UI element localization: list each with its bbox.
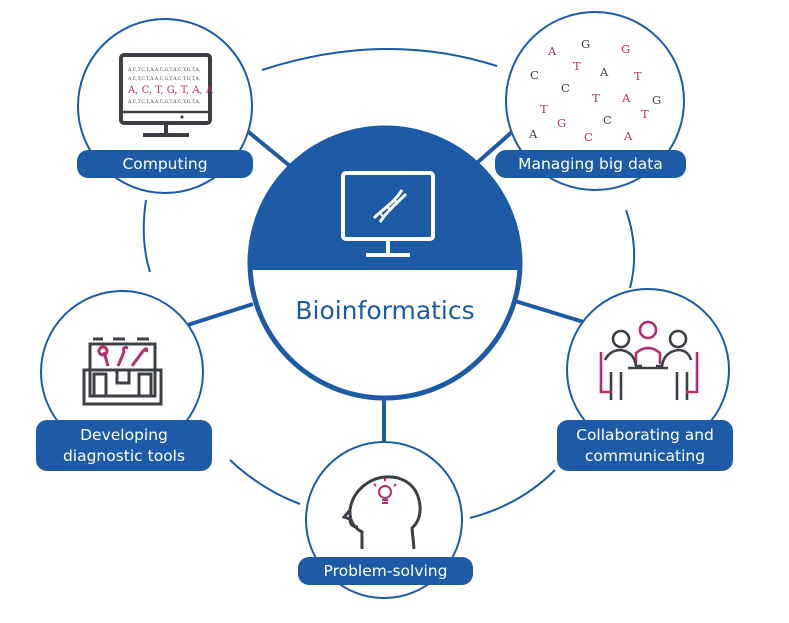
- dna-letters-cloud: A G G T A C T C T A G T G C T A C A: [528, 37, 661, 144]
- head-lightbulb-icon: [341, 475, 422, 550]
- letter: C: [603, 113, 612, 127]
- dna-monitor-icon: [341, 171, 435, 257]
- collaborating-label-line-1: Collaborating and: [576, 425, 714, 444]
- problem-solving-label: Problem-solving: [298, 557, 473, 585]
- letter: T: [641, 107, 649, 121]
- toolbox-icon: [82, 337, 163, 406]
- letter: G: [557, 116, 566, 130]
- letter: T: [634, 69, 642, 83]
- screen-line-4: A,C,T,C,T,A,A,C,G,T,A,C,T,G,T,A,: [127, 99, 201, 105]
- diagnostic-label-line-2: diagnostic tools: [62, 446, 186, 465]
- collaborating-label: Collaborating and communicating: [557, 420, 733, 471]
- letter: C: [584, 130, 593, 144]
- diagnostic-label-line-1: Developing: [80, 425, 168, 444]
- letter: G: [621, 42, 630, 56]
- diagnostic-label: Developing diagnostic tools: [36, 420, 212, 471]
- letter: T: [540, 102, 548, 116]
- wrench-icon: [97, 345, 149, 367]
- letter: A: [621, 91, 631, 105]
- letter: C: [530, 68, 539, 82]
- outer-ring: [142, 48, 636, 519]
- letter: T: [592, 91, 600, 105]
- computer-monitor-icon: A,C,T,C,T,A,A,C,G,T,A,C,T,G,T,A, A,C,T,C…: [119, 53, 214, 137]
- computing-label: Computing: [77, 150, 253, 178]
- letter: A: [623, 129, 633, 143]
- big-data-label: Managing big data: [495, 150, 686, 178]
- center-title: Bioinformatics: [295, 296, 475, 325]
- computing-label-text: Computing: [122, 154, 208, 173]
- letter: A: [528, 127, 538, 141]
- screen-line-2: A,C,T,C,T,A,A,C,G,T,A,C,T,G,T,A,: [127, 76, 201, 82]
- people-meeting-icon: [599, 320, 699, 400]
- letter: G: [581, 37, 590, 51]
- letter: G: [652, 93, 661, 107]
- problem-solving-label-text: Problem-solving: [323, 561, 448, 580]
- letter: A: [599, 65, 609, 79]
- letter: A: [547, 44, 557, 58]
- center-circle: [247, 125, 523, 401]
- big-data-label-text: Managing big data: [518, 154, 663, 173]
- letter: T: [573, 59, 581, 73]
- screen-line-1: A,C,T,C,T,A,A,C,G,T,A,C,T,G,T,A,: [127, 67, 201, 73]
- letter: C: [561, 81, 570, 95]
- screen-line-3: A, C, T, G, T, A, A: [127, 85, 214, 96]
- collaborating-label-line-2: communicating: [584, 446, 706, 465]
